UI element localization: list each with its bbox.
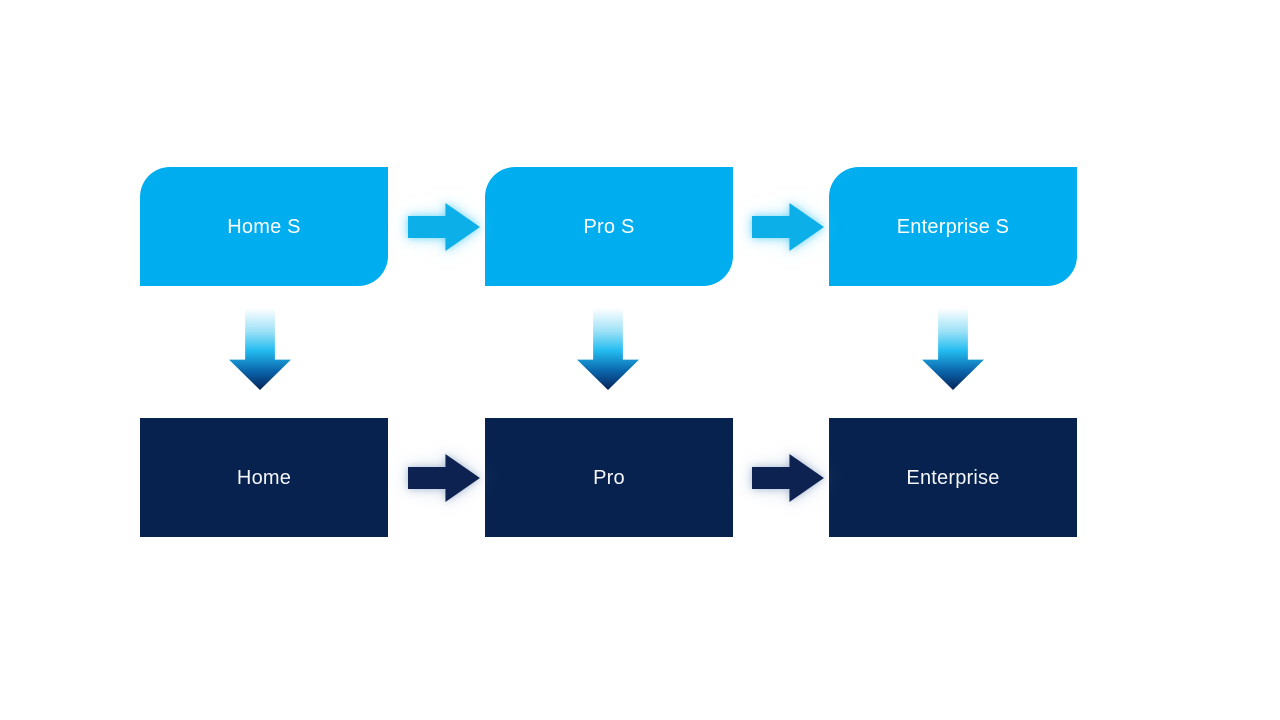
node-home[interactable]: Home — [140, 418, 388, 537]
arrow-enterprise-s-to-enterprise — [922, 308, 984, 390]
down-arrow-icon — [577, 308, 639, 390]
down-arrow-icon — [922, 308, 984, 390]
node-pro[interactable]: Pro — [485, 418, 733, 537]
right-arrow-icon — [752, 454, 824, 502]
node-home-s-label: Home S — [227, 215, 301, 238]
arrow-home-s-to-home — [229, 308, 291, 390]
right-arrow-icon — [408, 203, 480, 251]
arrow-pro-s-to-pro — [577, 308, 639, 390]
arrow-home-s-to-pro-s — [408, 203, 480, 251]
right-arrow-icon — [752, 203, 824, 251]
node-pro-s-label: Pro S — [583, 215, 635, 238]
node-pro-label: Pro — [593, 466, 625, 489]
arrow-home-to-pro — [408, 454, 480, 502]
node-home-s[interactable]: Home S — [140, 167, 388, 286]
node-home-label: Home — [236, 466, 292, 489]
arrow-pro-s-to-enterprise-s — [752, 203, 824, 251]
node-enterprise[interactable]: Enterprise — [829, 418, 1077, 537]
node-enterprise-s-label: Enterprise S — [896, 215, 1010, 238]
arrow-pro-to-enterprise — [752, 454, 824, 502]
down-arrow-icon — [229, 308, 291, 390]
node-enterprise-s[interactable]: Enterprise S — [829, 167, 1077, 286]
node-enterprise-label: Enterprise — [906, 466, 1000, 489]
right-arrow-icon — [408, 454, 480, 502]
node-pro-s[interactable]: Pro S — [485, 167, 733, 286]
